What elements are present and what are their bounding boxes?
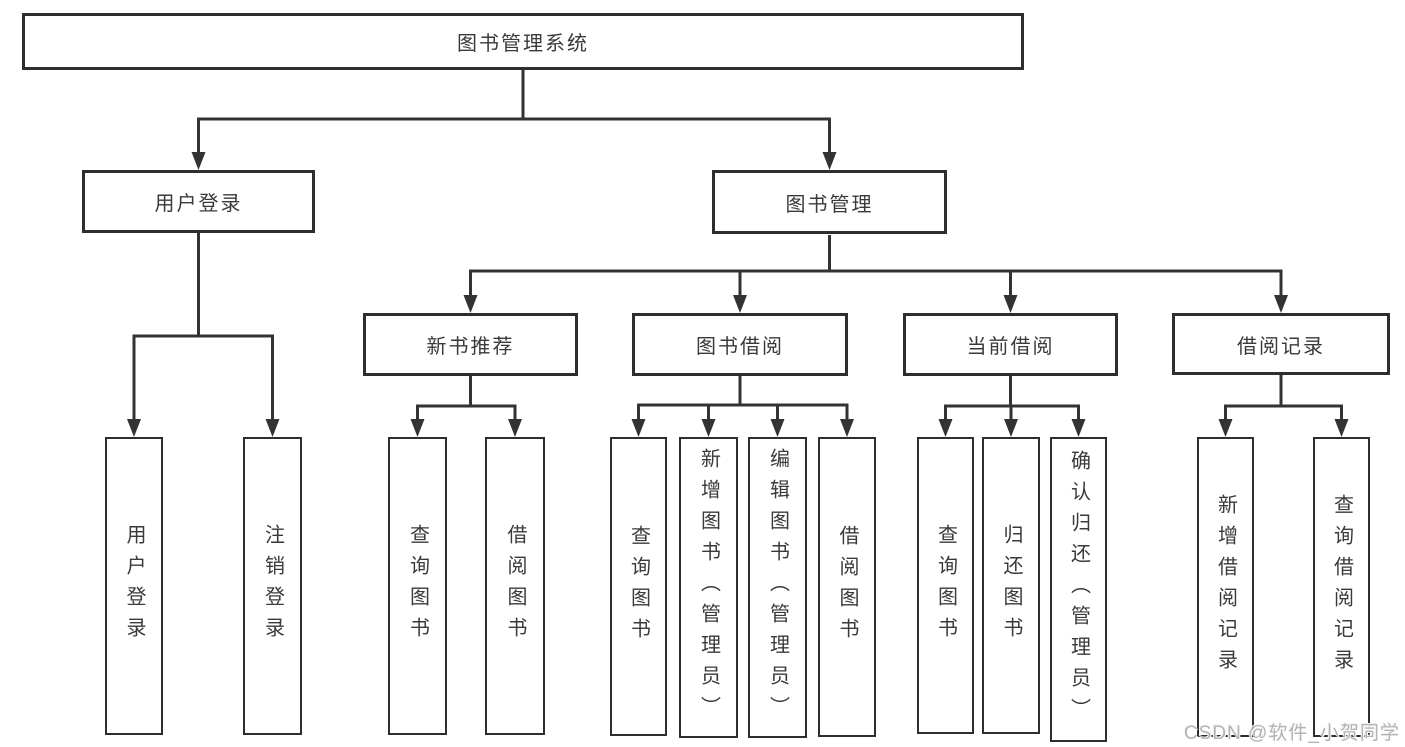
leaf-borrow-books: 借阅图书: [818, 437, 876, 737]
node-current-borrow-label: 当前借阅: [966, 336, 1055, 358]
connector-current-borrow-children: [938, 376, 1086, 437]
node-book-management-label: 图书管理: [785, 193, 874, 216]
node-book-management: 图书管理: [712, 170, 947, 234]
leaf-edit-books-admin-label: 编辑图书（管理员）: [766, 448, 789, 727]
leaf-user-login-label: 用户登录: [123, 524, 145, 648]
node-root-label: 图书管理系统: [457, 33, 589, 55]
leaf-add-borrow-record-label: 新增借阅记录: [1214, 494, 1237, 680]
leaf-add-books-admin-label: 新增图书（管理员）: [697, 448, 720, 727]
leaf-confirm-return-admin-label: 确认归还（管理员）: [1067, 450, 1090, 729]
leaf-return-books-label: 归还图书: [1000, 523, 1022, 648]
leaf-borrow-books-recommend: 借阅图书: [485, 437, 545, 735]
node-user-login: 用户登录: [82, 170, 315, 233]
node-book-borrow-label: 图书借阅: [696, 336, 784, 358]
node-borrow-records-label: 借阅记录: [1237, 335, 1325, 358]
leaf-query-books-current: 查询图书: [917, 437, 974, 734]
leaf-query-borrow-record-label: 查询借阅记录: [1330, 494, 1353, 680]
leaf-confirm-return-admin: 确认归还（管理员）: [1050, 437, 1107, 742]
leaf-query-books-borrow-label: 查询图书: [627, 524, 650, 649]
connector-book-management-to-level3: [463, 235, 1288, 313]
leaf-query-books-current-label: 查询图书: [934, 523, 957, 648]
leaf-query-books-borrow: 查询图书: [610, 437, 667, 736]
node-new-book-recommend: 新书推荐: [363, 313, 578, 376]
node-current-borrow: 当前借阅: [903, 313, 1118, 376]
csdn-watermark: CSDN @软件_小贺同学: [1184, 723, 1400, 744]
node-root-library-management-system: 图书管理系统: [22, 13, 1024, 70]
connector-new-book-recommend-children: [410, 376, 522, 437]
leaf-borrow-books-recommend-label: 借阅图书: [504, 524, 526, 648]
node-book-borrow: 图书借阅: [632, 313, 848, 376]
node-new-book-recommend-label: 新书推荐: [426, 336, 515, 358]
leaf-user-login: 用户登录: [105, 437, 163, 735]
leaf-logout: 注销登录: [243, 437, 302, 735]
leaf-logout-label: 注销登录: [261, 524, 284, 648]
connector-root-to-level2: [191, 70, 837, 170]
connector-book-borrow-children: [631, 376, 854, 437]
leaf-borrow-books-label: 借阅图书: [836, 525, 858, 649]
connector-user-login-children: [127, 233, 280, 437]
leaf-query-borrow-record: 查询借阅记录: [1313, 437, 1370, 737]
leaf-add-books-admin: 新增图书（管理员）: [679, 437, 738, 738]
leaf-query-books-recommend: 查询图书: [388, 437, 447, 735]
leaf-query-books-recommend-label: 查询图书: [406, 524, 429, 648]
leaf-return-books: 归还图书: [982, 437, 1040, 734]
node-borrow-records: 借阅记录: [1172, 313, 1390, 375]
leaf-add-borrow-record: 新增借阅记录: [1197, 437, 1254, 737]
connector-borrow-records-children: [1218, 375, 1349, 437]
leaf-edit-books-admin: 编辑图书（管理员）: [748, 437, 807, 738]
node-user-login-label: 用户登录: [154, 193, 243, 215]
